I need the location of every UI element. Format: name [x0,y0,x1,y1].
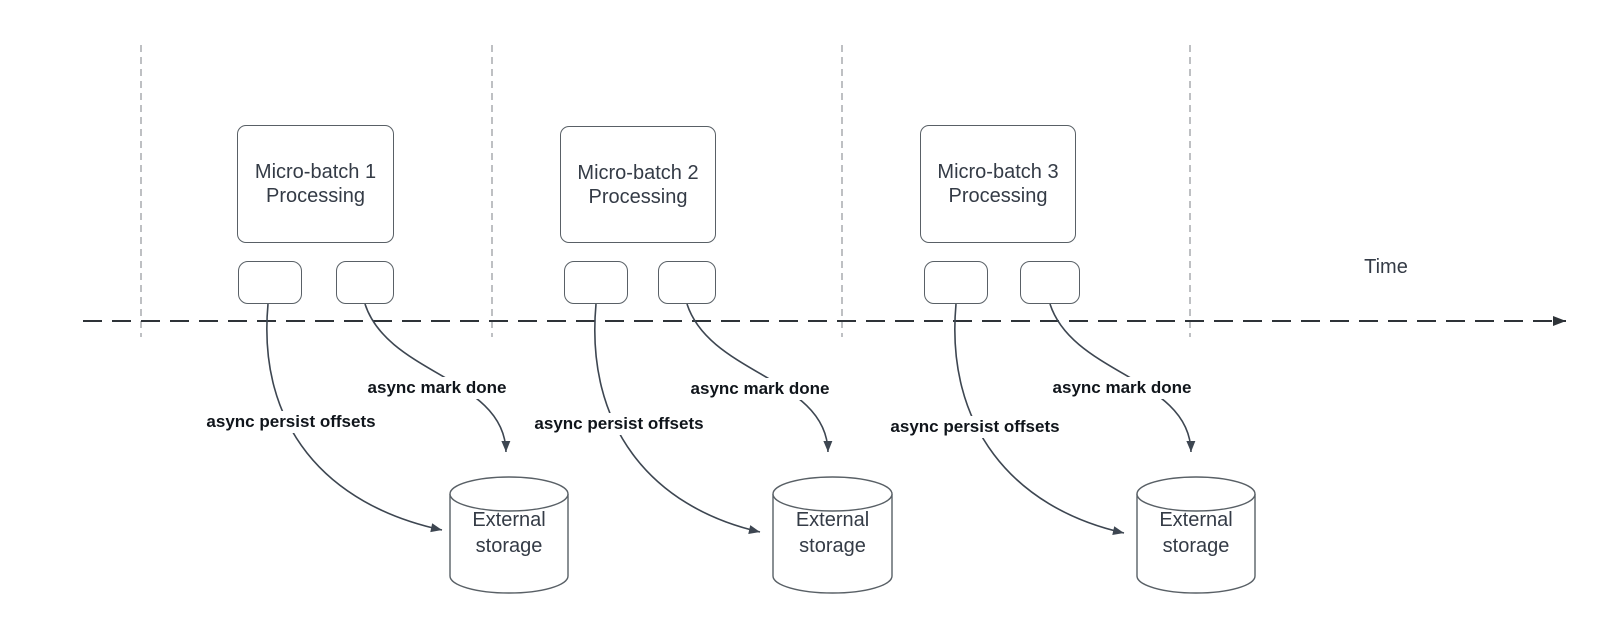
time-axis-label: Time [1364,256,1408,278]
persist-offsets-task-box-3 [924,261,988,304]
persist-offsets-arrow-3 [954,303,1125,535]
persist-offsets-arrow-1 [266,303,443,533]
mark-done-label-3: async mark done [1048,377,1196,399]
storage-cylinder-2 [772,476,893,594]
micro-batch-title-line2: Processing [588,185,688,208]
mark-done-task-box-2 [658,261,716,304]
mark-done-arrow-1 [364,303,511,453]
micro-batch-title-line2: Processing [266,185,365,207]
mark-done-label-1: async mark done [363,377,511,399]
persist-offsets-task-box-2 [564,261,628,304]
storage-cylinder-1 [449,476,569,594]
external-storage-label-1: External storage [472,509,546,557]
persist-offsets-task-box-1 [238,261,302,304]
micro-batch-title-line2: Processing [948,185,1048,207]
storage-cylinder-3 [1136,476,1256,594]
persist-offsets-label-1: async persist offsets [202,411,380,433]
micro-batch-title-line1: Micro-batch 3 [937,161,1059,183]
micro-batch-processing-box-3: Micro-batch 3 Processing [920,125,1076,243]
micro-batch-title-line1: Micro-batch 2 [577,161,699,184]
mark-done-task-box-3 [1020,261,1080,304]
persist-offsets-arrow-2 [594,303,761,534]
micro-batch-processing-box-1: Micro-batch 1 Processing [237,125,394,243]
mark-done-task-box-1 [336,261,394,304]
micro-batch-processing-box-2: Micro-batch 2 Processing [560,126,716,243]
external-storage-label-2: External storage [795,509,870,557]
micro-batch-title-line1: Micro-batch 1 [254,161,377,183]
external-storage-label-3: External storage [1159,509,1233,557]
mark-done-arrow-2 [686,303,833,453]
mark-done-label-2: async mark done [686,378,834,400]
persist-offsets-label-3: async persist offsets [886,416,1064,438]
persist-offsets-label-2: async persist offsets [530,413,708,435]
mark-done-arrow-3 [1049,303,1196,453]
